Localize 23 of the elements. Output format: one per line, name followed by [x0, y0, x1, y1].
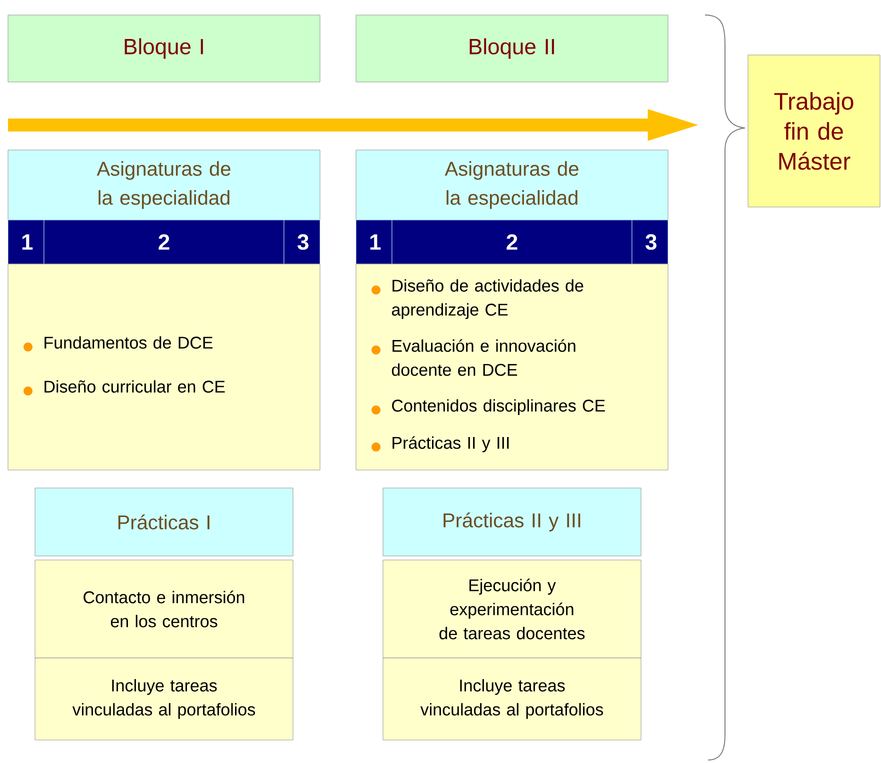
number-cell: 3 [632, 220, 668, 264]
number-cell: 1 [356, 220, 392, 264]
list-item: Diseño de actividades de aprendizaje CE [392, 279, 584, 320]
header-box: Asignaturas de la especialidad [8, 150, 320, 220]
header-box: Asignaturas de la especialidad [356, 150, 668, 220]
header-box: Prácticas II y III [382, 488, 642, 556]
text-box: Ejecución y experimentación de tareas docentes [382, 560, 642, 658]
list-item: Diseño curricular en CE [44, 380, 225, 393]
list-box [356, 264, 668, 470]
header-box: Prácticas I [34, 488, 294, 556]
text-box: Incluye tareas vinculadas al portafolios [382, 658, 642, 740]
list-item: Prácticas II y III [392, 436, 509, 452]
bloque-box: Bloque I [8, 14, 320, 82]
text-box: Incluye tareas vinculadas al portafolios [34, 658, 294, 740]
text-box: Contacto e inmersión en los centros [34, 560, 294, 658]
list-box [8, 264, 320, 470]
thesis-box: Trabajo fin de Máster [748, 54, 880, 208]
list-item: Fundamentos de DCE [44, 336, 213, 349]
bloque-box: Bloque II [356, 14, 668, 82]
list-item: Contenidos disciplinares CE [392, 399, 605, 416]
number-cell: 3 [284, 220, 320, 264]
number-cell: 1 [8, 220, 44, 264]
list-item: Evaluación e innovación docente en DCE [392, 339, 576, 376]
